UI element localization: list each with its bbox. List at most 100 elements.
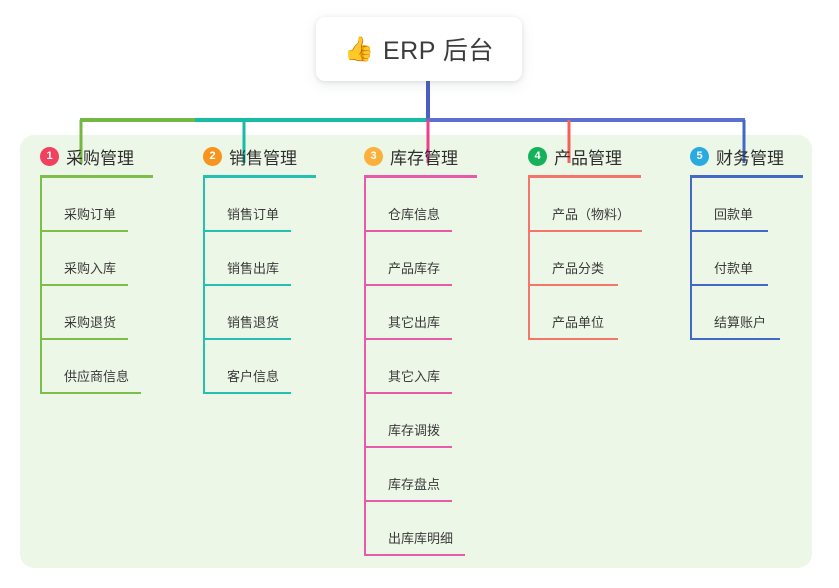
column-badge-3: 3 bbox=[364, 146, 383, 166]
leaf-label: 产品（物料） bbox=[552, 207, 631, 222]
leaf-item[interactable]: 产品单位 bbox=[528, 286, 638, 340]
leaf-rule bbox=[364, 446, 452, 448]
thumbs-up-icon: 👍 bbox=[344, 36, 374, 63]
leaf-label: 仓库信息 bbox=[388, 207, 441, 222]
leaf-item[interactable]: 采购订单 bbox=[40, 178, 148, 232]
leaf-item[interactable]: 销售出库 bbox=[203, 232, 311, 286]
root-title: ERP 后台 bbox=[382, 37, 494, 65]
leaf-label: 产品库存 bbox=[388, 261, 441, 276]
leaf-label: 采购入库 bbox=[64, 261, 117, 276]
leaf-rule bbox=[364, 284, 452, 286]
leaf-rule bbox=[528, 230, 642, 232]
root-node[interactable]: 👍 ERP 后台 bbox=[316, 17, 522, 81]
content-panel bbox=[20, 135, 812, 568]
column-header-5[interactable]: 5 财务管理 bbox=[672, 143, 784, 169]
leaf-rule bbox=[203, 338, 291, 340]
leaf-item[interactable]: 客户信息 bbox=[203, 340, 311, 394]
leaf-label: 采购订单 bbox=[64, 207, 117, 222]
leaf-label: 回款单 bbox=[714, 207, 754, 222]
leaf-item[interactable]: 结算账户 bbox=[690, 286, 800, 340]
leaf-spine-3 bbox=[364, 178, 366, 556]
leaf-item[interactable]: 销售订单 bbox=[203, 178, 311, 232]
leaf-list-4: 产品（物料） 产品分类产品单位 bbox=[528, 178, 688, 340]
leaf-item[interactable]: 产品（物料） bbox=[528, 178, 662, 232]
leaf-rule bbox=[364, 392, 452, 394]
column-rule-5 bbox=[690, 175, 803, 178]
leaf-item[interactable]: 仓库信息 bbox=[364, 178, 472, 232]
column-badge-4: 4 bbox=[528, 146, 547, 166]
leaf-rule bbox=[203, 284, 291, 286]
leaf-item[interactable]: 产品分类 bbox=[528, 232, 638, 286]
leaf-rule bbox=[690, 338, 780, 340]
column-rule-4 bbox=[528, 175, 641, 178]
leaf-label: 产品分类 bbox=[552, 261, 605, 276]
leaf-rule bbox=[528, 338, 618, 340]
leaf-label: 付款单 bbox=[714, 261, 754, 276]
leaf-item[interactable]: 库存调拨 bbox=[364, 394, 472, 448]
column-title-3: 库存管理 bbox=[390, 148, 458, 168]
column-rule-2 bbox=[203, 175, 316, 178]
leaf-label: 采购退货 bbox=[64, 315, 117, 330]
leaf-list-5: 回款单付款单结算账户 bbox=[690, 178, 839, 340]
column-badge-2: 2 bbox=[203, 146, 222, 166]
leaf-label: 客户信息 bbox=[227, 369, 280, 384]
column-rule-3 bbox=[364, 175, 477, 178]
leaf-list-2: 销售订单销售出库销售退货客户信息 bbox=[203, 178, 363, 394]
leaf-list-3: 仓库信息产品库存其它出库其它入库库存调拨库存盘点出库库明细 bbox=[364, 178, 524, 556]
leaf-list-1: 采购订单采购入库采购退货供应商信息 bbox=[40, 178, 200, 394]
leaf-spine-1 bbox=[40, 178, 42, 394]
leaf-label: 供应商信息 bbox=[64, 369, 130, 384]
column-title-5: 财务管理 bbox=[716, 148, 784, 168]
leaf-rule bbox=[364, 500, 452, 502]
leaf-label: 产品单位 bbox=[552, 315, 605, 330]
leaf-rule bbox=[203, 392, 291, 394]
leaf-rule bbox=[40, 338, 128, 340]
column-3: 3 库存管理仓库信息产品库存其它出库其它入库库存调拨库存盘点出库库明细 bbox=[346, 143, 477, 556]
leaf-rule bbox=[203, 230, 291, 232]
leaf-item[interactable]: 出库库明细 bbox=[364, 502, 485, 556]
leaf-label: 销售订单 bbox=[227, 207, 280, 222]
leaf-item[interactable]: 其它入库 bbox=[364, 340, 472, 394]
leaf-rule bbox=[40, 284, 128, 286]
column-header-3[interactable]: 3 库存管理 bbox=[346, 143, 458, 169]
leaf-rule bbox=[364, 338, 452, 340]
column-rule-1 bbox=[40, 175, 153, 178]
leaf-item[interactable]: 采购入库 bbox=[40, 232, 148, 286]
leaf-rule bbox=[40, 230, 128, 232]
leaf-rule bbox=[528, 284, 618, 286]
leaf-item[interactable]: 其它出库 bbox=[364, 286, 472, 340]
leaf-spine-2 bbox=[203, 178, 205, 394]
leaf-spine-4 bbox=[528, 178, 530, 340]
leaf-item[interactable]: 销售退货 bbox=[203, 286, 311, 340]
column-badge-5: 5 bbox=[690, 146, 709, 166]
leaf-rule bbox=[690, 284, 768, 286]
column-2: 2 销售管理销售订单销售出库销售退货客户信息 bbox=[185, 143, 316, 394]
leaf-label: 销售退货 bbox=[227, 315, 280, 330]
column-header-2[interactable]: 2 销售管理 bbox=[185, 143, 297, 169]
leaf-item[interactable]: 回款单 bbox=[690, 178, 788, 232]
leaf-label: 其它出库 bbox=[388, 315, 441, 330]
leaf-label: 库存盘点 bbox=[388, 477, 441, 492]
leaf-rule bbox=[40, 392, 141, 394]
leaf-label: 销售出库 bbox=[227, 261, 280, 276]
leaf-rule bbox=[690, 230, 768, 232]
column-5: 5 财务管理回款单付款单结算账户 bbox=[672, 143, 803, 340]
leaf-rule bbox=[364, 230, 452, 232]
column-title-2: 销售管理 bbox=[229, 148, 297, 168]
leaf-item[interactable]: 采购退货 bbox=[40, 286, 148, 340]
leaf-item[interactable]: 产品库存 bbox=[364, 232, 472, 286]
leaf-rule bbox=[364, 554, 465, 556]
leaf-label: 出库库明细 bbox=[388, 531, 454, 546]
leaf-label: 库存调拨 bbox=[388, 423, 441, 438]
leaf-item[interactable]: 库存盘点 bbox=[364, 448, 472, 502]
leaf-item[interactable]: 付款单 bbox=[690, 232, 788, 286]
column-badge-1: 1 bbox=[40, 146, 59, 166]
leaf-label: 结算账户 bbox=[714, 315, 767, 330]
leaf-item[interactable]: 供应商信息 bbox=[40, 340, 161, 394]
leaf-spine-5 bbox=[690, 178, 692, 340]
leaf-label: 其它入库 bbox=[388, 369, 441, 384]
